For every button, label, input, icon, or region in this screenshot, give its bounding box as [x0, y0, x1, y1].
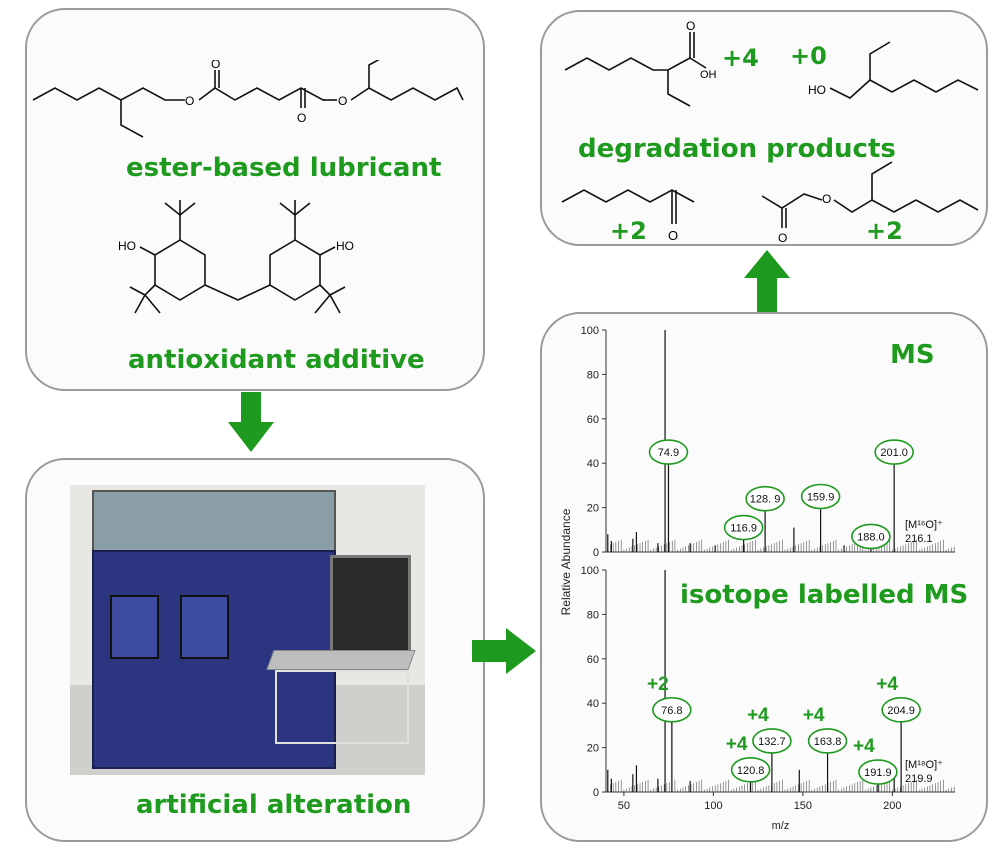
caption-alteration: artificial alteration	[136, 790, 412, 820]
iso-peak-shift: +4	[803, 705, 825, 726]
iso-peak-shift: +2	[647, 674, 669, 695]
ester-o1: O	[185, 94, 194, 108]
ms-y-tick-label: 60	[587, 414, 599, 426]
shift-acetate: +2	[866, 217, 903, 245]
arrow-up	[744, 250, 790, 312]
ms-peak-label: 188.0	[857, 531, 885, 543]
ms-peak-label: 201.0	[880, 447, 908, 459]
iso-ion-label: [M¹⁸O]⁺	[905, 759, 943, 771]
iso-peak-shift: +4	[853, 736, 875, 757]
caption-antioxidant: antioxidant additive	[128, 345, 425, 375]
ms-ion-value: 216.1	[905, 533, 933, 545]
iso-peak-circle	[881, 697, 921, 723]
acetate-o2: O	[778, 231, 787, 245]
iso-peak-label: 191.9	[864, 767, 892, 779]
panel-degradation	[540, 10, 988, 246]
ester-o2: O	[211, 60, 220, 71]
iso-peak-label: 120.8	[737, 765, 765, 777]
shift-ketone: +2	[610, 217, 647, 245]
ms-ion-label: [M¹⁶O]⁺	[905, 519, 943, 531]
ms-peak-label: 159.9	[807, 492, 835, 504]
ms-peak-circle	[648, 439, 689, 465]
ms-peak-circle	[745, 485, 785, 512]
ester-molecule: O O O O	[32, 60, 464, 138]
iso-y-tick-label: 0	[593, 787, 599, 799]
acetate-o1: O	[822, 192, 831, 206]
ms-peak-circle	[874, 439, 914, 465]
iso-peak-label: 132.7	[758, 736, 786, 748]
antioxidant-molecule: HO HO	[118, 200, 354, 314]
iso-y-tick-label: 20	[587, 743, 599, 755]
iso-y-tick-label: 60	[587, 654, 599, 666]
shift-acid: +4	[722, 44, 759, 72]
iso-y-tick-label: 40	[587, 698, 599, 710]
iso-peak-circle	[730, 756, 771, 783]
panel-ms	[540, 312, 988, 842]
degradation-molecules: O OH HO O O O	[561, 19, 979, 245]
ms-y-axis-label: Relative Abundance	[559, 508, 573, 615]
panel-lubricant	[25, 8, 485, 391]
iso-peak-shift: +4	[726, 734, 748, 755]
iso-x-tick-label: 200	[883, 800, 901, 812]
iso-peak-circle	[752, 728, 792, 754]
iso-x-axis-label: m/z	[772, 820, 790, 832]
acid-o: O	[686, 19, 695, 33]
iso-x-tick-label: 100	[704, 800, 722, 812]
antioxidant-ho-left: HO	[118, 239, 136, 253]
alteration-device-photo	[70, 485, 425, 775]
ms-peak-circle	[723, 514, 764, 541]
iso-peak-shift: +4	[876, 674, 898, 695]
caption-isotope-ms: isotope labelled MS	[680, 580, 969, 610]
ms-peak-label: 116.9	[730, 523, 757, 535]
ms-y-tick-label: 0	[593, 547, 599, 559]
ms-y-tick-label: 80	[587, 369, 599, 381]
ester-o3: O	[297, 111, 306, 125]
ester-o4: O	[338, 94, 347, 108]
caption-ms: MS	[890, 340, 935, 370]
ms-y-tick-label: 20	[587, 503, 599, 515]
iso-x-tick-label: 150	[794, 800, 812, 812]
iso-peak-circle	[652, 697, 692, 723]
ms-y-tick-label: 40	[587, 458, 599, 470]
ms-peak-circle	[800, 483, 841, 510]
iso-y-tick-label: 80	[587, 609, 599, 621]
antioxidant-ho-right: HO	[336, 239, 354, 253]
iso-x-tick-label: 50	[618, 800, 630, 812]
ketone-o: O	[668, 228, 678, 243]
iso-y-tick-label: 100	[581, 565, 599, 577]
spectrum-ms: 0 20 40 60 80 100 74.9 116.9 128. 9 159.9 188.0 201…	[581, 325, 955, 559]
acid-oh: OH	[700, 69, 717, 81]
iso-peak-circle	[807, 728, 848, 754]
iso-ion-value: 219.9	[905, 773, 933, 785]
arrow-right	[472, 628, 536, 674]
caption-degradation: degradation products	[578, 134, 896, 164]
shift-alcohol: +0	[790, 42, 827, 70]
ms-peak-label: 74.9	[658, 447, 679, 459]
iso-peak-label: 76.8	[661, 705, 682, 717]
ms-y-tick-label: 100	[581, 325, 599, 337]
spectrum-isotope-ms: 0 20 40 60 80 100 76.8 +2 120.8 +4 132.7 +4 163.8 +4 1…	[581, 565, 955, 832]
arrow-down	[228, 392, 274, 452]
ms-peak-label: 128. 9	[750, 494, 781, 506]
iso-peak-label: 163.8	[814, 736, 842, 748]
iso-peak-circle	[858, 759, 898, 785]
caption-ester-lubricant: ester-based lubricant	[126, 153, 442, 183]
iso-peak-label: 204.9	[887, 705, 915, 717]
alcohol-ho: HO	[808, 83, 826, 97]
ms-peak-circle	[851, 523, 891, 550]
iso-peak-shift: +4	[747, 705, 769, 726]
